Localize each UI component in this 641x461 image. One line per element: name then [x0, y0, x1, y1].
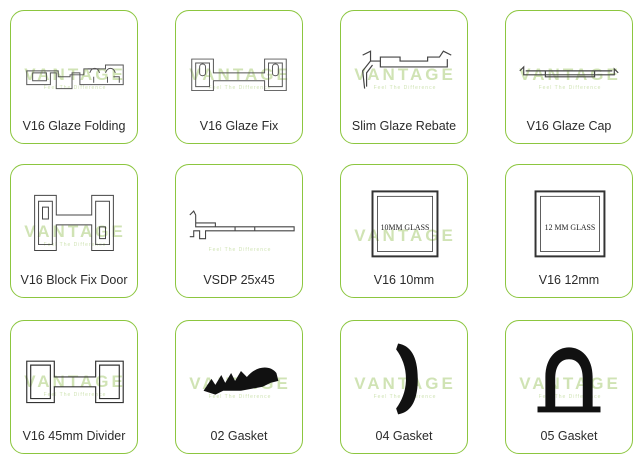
glaze-folding-profile-icon: [26, 64, 124, 90]
profile-drawing: VANTAGE Feel The Difference: [341, 11, 467, 115]
product-card-02-gasket[interactable]: VANTAGE Feel The Difference 02 Gasket: [175, 320, 303, 454]
slim-glaze-rebate-profile-icon: [362, 50, 452, 89]
watermark-tagline: Feel The Difference: [208, 85, 272, 91]
gasket-05-icon: [537, 347, 601, 413]
product-card-v16-block-fix-door[interactable]: VANTAGE Feel The Difference V16 Block Fi…: [10, 164, 138, 298]
glaze-cap-profile-icon: [519, 65, 619, 78]
watermark-logo: VANTAGE: [519, 374, 621, 393]
watermark-tagline: Feel The Difference: [43, 242, 107, 248]
watermark-tagline: Feel The Difference: [208, 394, 272, 400]
glass-size-text: 10MM GLASS: [381, 223, 430, 232]
profile-drawing: VANTAGE Feel The Difference: [506, 321, 632, 425]
product-label: 04 Gasket: [375, 429, 433, 443]
watermark-tagline: Feel The Difference: [538, 394, 602, 400]
profile-drawing: Feel The Difference: [176, 165, 302, 269]
profile-drawing: VANTAGE Feel The Difference: [11, 11, 137, 115]
profile-drawing: VANTAGE Feel The Difference: [11, 321, 137, 425]
product-card-v16-10mm[interactable]: VANTAGE 10MM GLASS V16 10mm: [340, 164, 468, 298]
profile-drawing: VANTAGE Feel The Difference: [506, 11, 632, 115]
product-card-05-gasket[interactable]: VANTAGE Feel The Difference 05 Gasket: [505, 320, 633, 454]
product-card-v16-glaze-folding[interactable]: VANTAGE Feel The Difference V16 Glaze Fo…: [10, 10, 138, 144]
product-card-v16-45mm-divider[interactable]: VANTAGE Feel The Difference V16 45mm Div…: [10, 320, 138, 454]
watermark-logo: VANTAGE: [354, 226, 456, 245]
product-label: V16 Block Fix Door: [20, 273, 128, 287]
watermark-logo: VANTAGE: [354, 374, 456, 393]
profile-drawing: VANTAGE Feel The Difference: [341, 321, 467, 425]
product-label: VSDP 25x45: [203, 273, 275, 287]
watermark-tagline: Feel The Difference: [538, 85, 602, 91]
profile-drawing: VANTAGE Feel The Difference: [11, 165, 137, 269]
vsdp-profile-icon: [189, 210, 295, 240]
block-fix-door-profile-icon: [34, 194, 114, 251]
divider-45mm-profile-icon: [26, 360, 124, 404]
profile-drawing: VANTAGE 10MM GLASS: [341, 165, 467, 269]
watermark-logo: VANTAGE: [24, 222, 126, 241]
watermark-tagline: Feel The Difference: [43, 85, 107, 91]
product-label: Slim Glaze Rebate: [351, 119, 457, 133]
watermark-logo: VANTAGE: [354, 65, 456, 84]
watermark-tagline: Feel The Difference: [43, 392, 107, 398]
product-label: V16 12mm: [538, 273, 600, 287]
product-card-v16-glaze-cap[interactable]: VANTAGE Feel The Difference V16 Glaze Ca…: [505, 10, 633, 144]
product-card-v16-12mm[interactable]: 12 MM GLASS V16 12mm: [505, 164, 633, 298]
product-card-04-gasket[interactable]: VANTAGE Feel The Difference 04 Gasket: [340, 320, 468, 454]
gasket-02-icon: [203, 367, 279, 395]
product-card-v16-glaze-fix[interactable]: VANTAGE Feel The Difference V16 Glaze Fi…: [175, 10, 303, 144]
glass-12mm-profile-icon: 12 MM GLASS: [534, 190, 606, 258]
gasket-04-icon: [396, 343, 418, 415]
glaze-fix-profile-icon: [191, 58, 287, 92]
watermark-tagline: Feel The Difference: [208, 247, 272, 253]
glass-10mm-profile-icon: 10MM GLASS: [371, 190, 439, 258]
product-label: V16 45mm Divider: [22, 429, 126, 443]
product-label: V16 10mm: [373, 273, 435, 287]
product-label: 05 Gasket: [540, 429, 598, 443]
product-card-vsdp-25x45[interactable]: Feel The Difference VSDP 25x45: [175, 164, 303, 298]
profile-drawing: VANTAGE Feel The Difference: [176, 11, 302, 115]
glass-size-text: 12 MM GLASS: [545, 223, 596, 232]
watermark-logo: VANTAGE: [24, 372, 126, 391]
product-label: 02 Gasket: [210, 429, 268, 443]
product-label: V16 Glaze Cap: [526, 119, 612, 133]
profile-drawing: 12 MM GLASS: [506, 165, 632, 269]
product-label: V16 Glaze Fix: [199, 119, 279, 133]
profile-drawing: VANTAGE Feel The Difference: [176, 321, 302, 425]
product-card-slim-glaze-rebate[interactable]: VANTAGE Feel The Difference Slim Glaze R…: [340, 10, 468, 144]
watermark-tagline: Feel The Difference: [373, 85, 437, 91]
product-label: V16 Glaze Folding: [22, 119, 126, 133]
